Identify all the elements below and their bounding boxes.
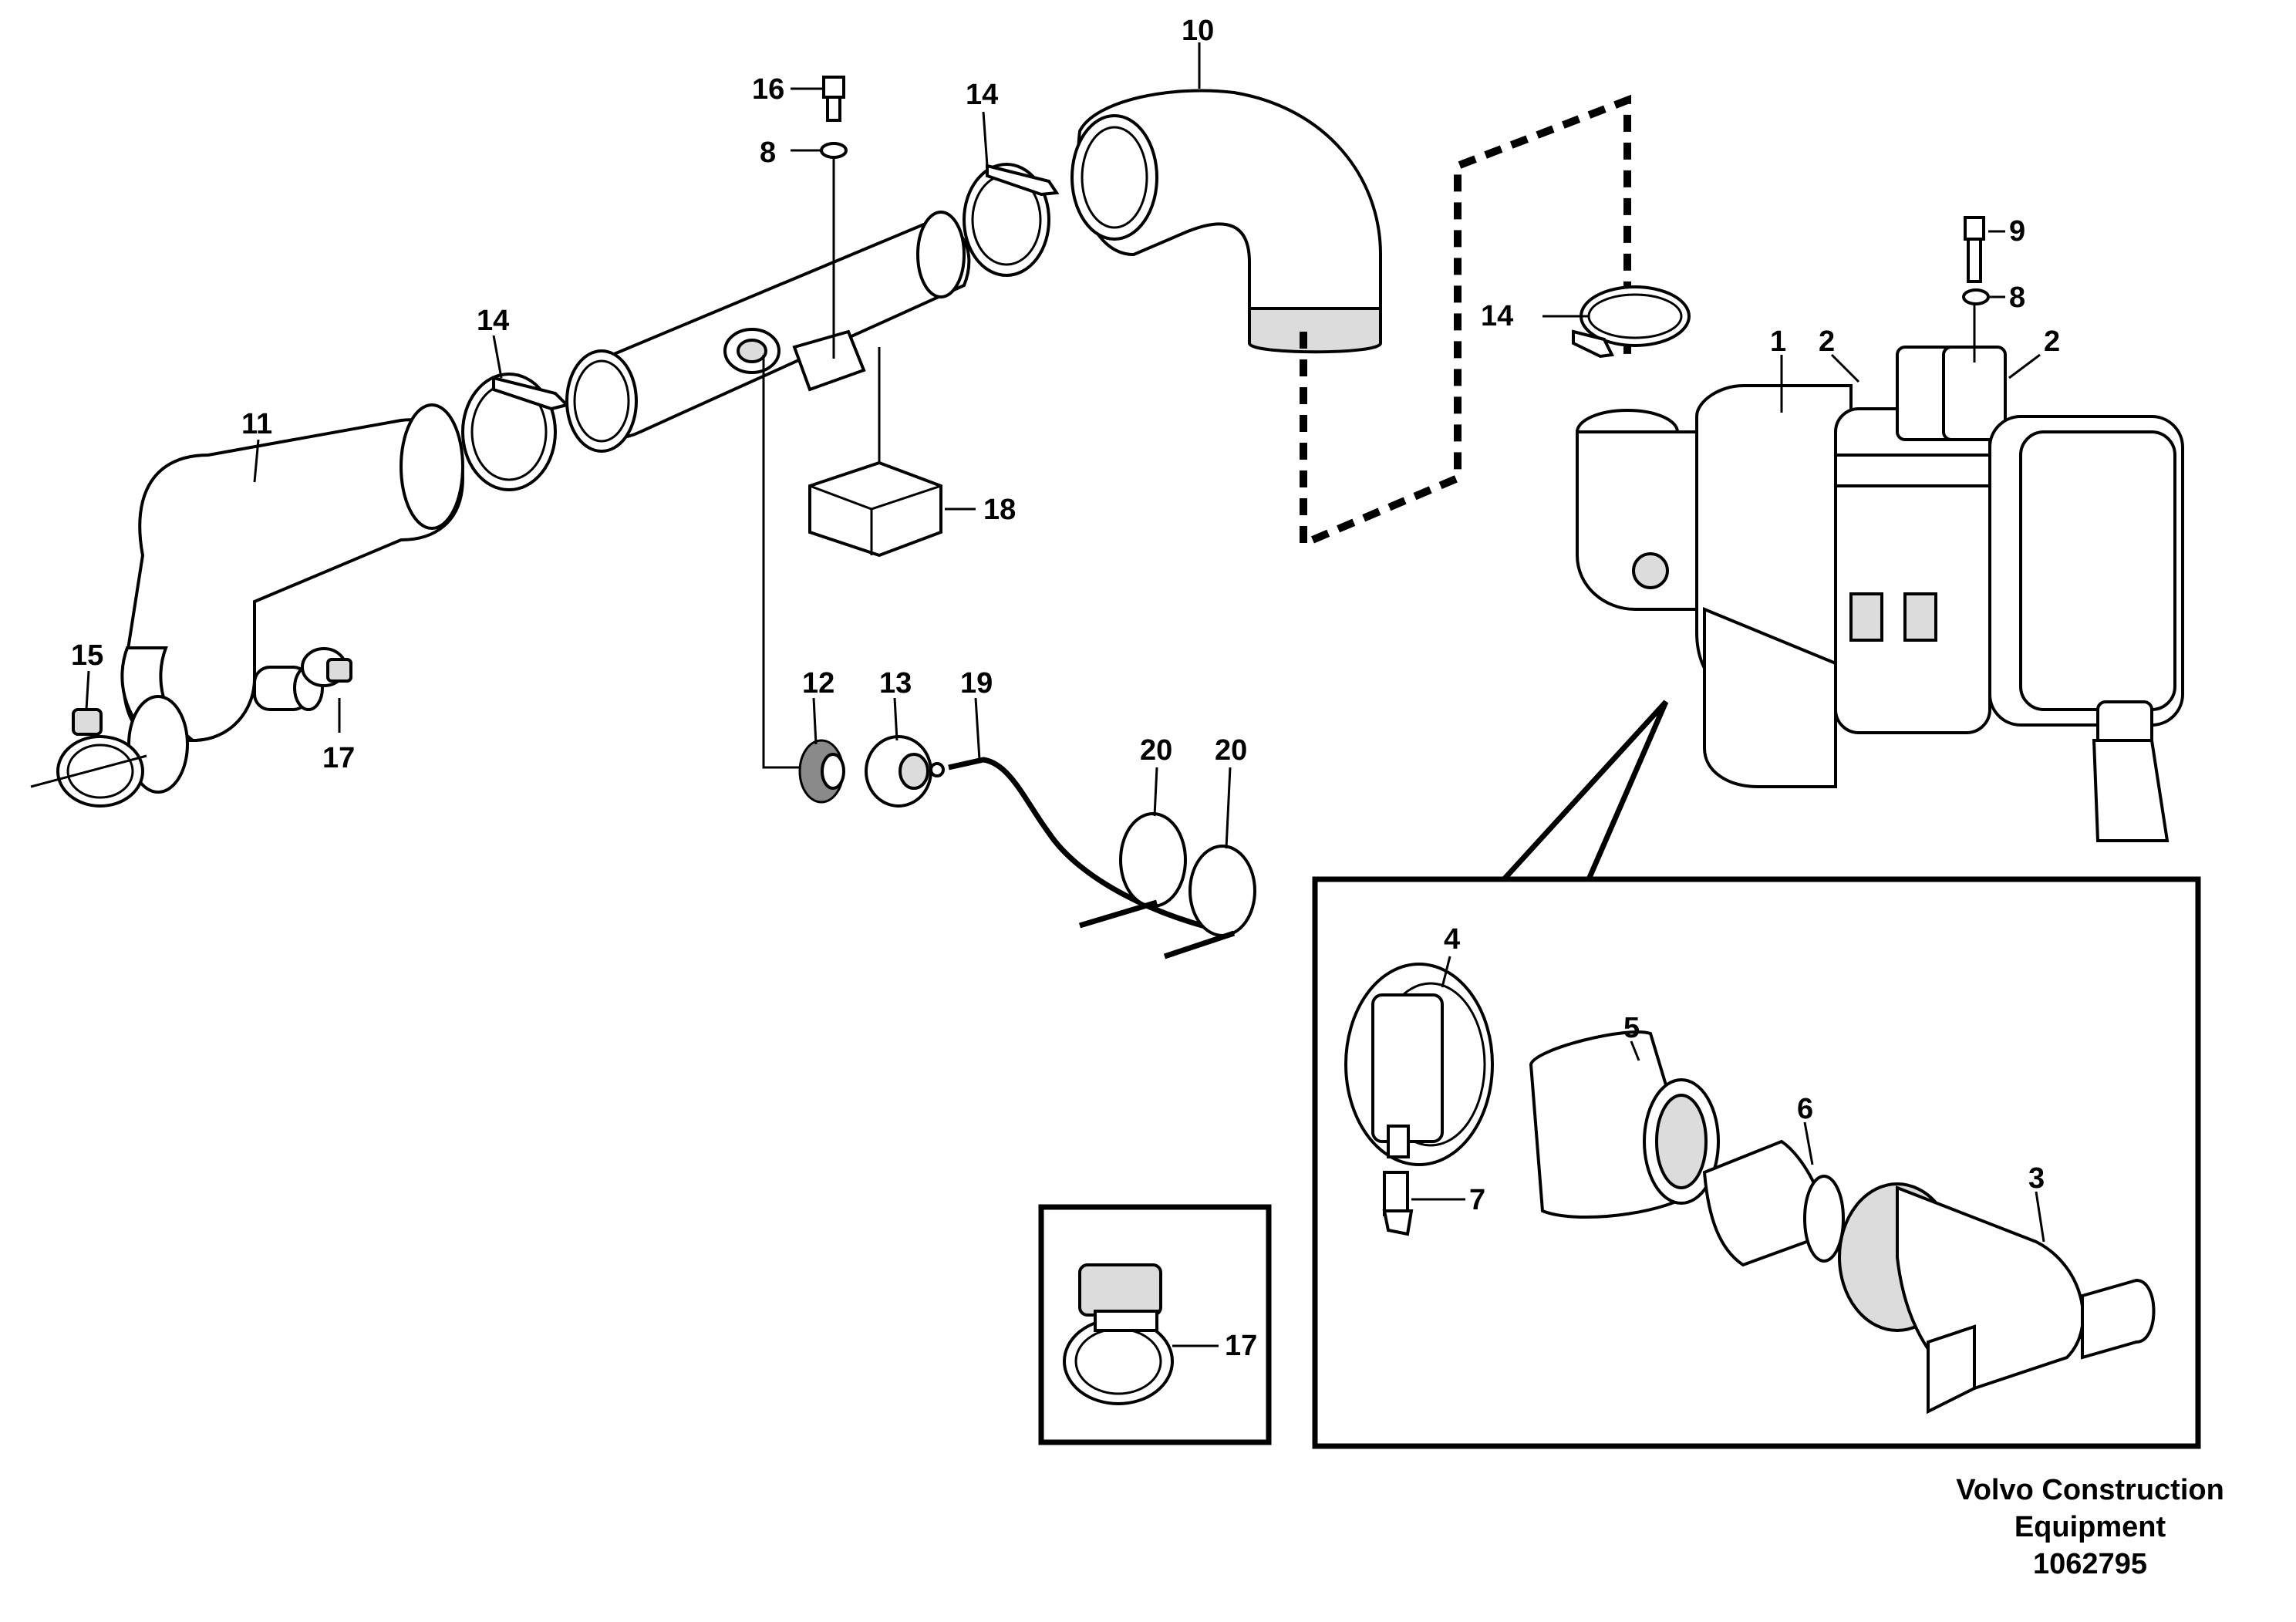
part-5-primary-filter [1529, 1030, 1720, 1219]
parts-16-8-bolt-washer-left [820, 76, 848, 359]
part-14-band-clamp-middle [963, 163, 1060, 277]
callout-3: 3 [2028, 1162, 2045, 1195]
part-4-housing-cover [1344, 963, 1494, 1166]
leader-tube-to-12 [762, 355, 802, 769]
callout-20: 20 [1215, 734, 1247, 767]
part-13-indicator [865, 735, 945, 808]
detail-box-air-cleaner [1312, 876, 2201, 1449]
callout-18: 18 [983, 494, 1016, 526]
callout-17: 17 [1225, 1330, 1257, 1362]
part-19-hose [948, 757, 1235, 936]
callout-2: 2 [1819, 325, 1835, 358]
caption-line-figure-number: 1062795 [2033, 1548, 2147, 1580]
callout-7: 7 [1469, 1184, 1485, 1216]
callout-1: 1 [1770, 325, 1786, 358]
callout-16: 16 [752, 73, 784, 106]
callout-17: 17 [322, 742, 355, 774]
callout-4: 4 [1444, 923, 1460, 956]
part-18-label-box [808, 347, 942, 558]
parts-8-9-bolt-washer-right [1962, 216, 1990, 363]
callout-14: 14 [1481, 300, 1513, 332]
callout-5: 5 [1623, 1012, 1640, 1044]
part-7-dust-valve [1382, 1171, 1414, 1236]
callout-14: 14 [477, 305, 509, 337]
part-14-band-clamp-right [1572, 285, 1691, 359]
callout-labels: 1 2 2 3 4 5 6 7 8 8 9 10 11 12 13 14 14 … [71, 15, 2060, 1362]
part-6-safety-filter [1702, 1139, 1845, 1267]
part-17-clamp-detail [1063, 1263, 1174, 1405]
callout-19: 19 [960, 667, 993, 700]
callout-15: 15 [71, 639, 103, 672]
part-3-outer-housing [1838, 1182, 2156, 1415]
detail-pointer [1502, 700, 1669, 882]
manufacturer-caption: Volvo Construction Equipment 1062795 [1928, 1472, 2252, 1583]
callout-9: 9 [2009, 215, 2025, 248]
detail-box-clamp [1038, 1204, 1272, 1445]
part-11-intake-pipe [120, 403, 465, 794]
callout-20: 20 [1140, 734, 1172, 767]
caption-line-brand-2: Equipment [2014, 1511, 2166, 1543]
part-20-cable-ties [1078, 812, 1256, 959]
callout-12: 12 [802, 667, 834, 700]
connection-dashed-line [1300, 94, 1631, 550]
callout-2: 2 [2044, 325, 2060, 358]
callout-8: 8 [2009, 282, 2025, 314]
callout-14: 14 [966, 79, 998, 111]
part-15-hose-clamp [30, 708, 147, 808]
part-12-fitting [798, 739, 845, 804]
part-14-band-clamp-left [461, 373, 570, 491]
tube-with-bracket [565, 211, 971, 453]
callout-8: 8 [760, 137, 776, 169]
callout-10: 10 [1182, 15, 1214, 47]
part-1-air-cleaner-assembly [1576, 346, 2184, 842]
callout-13: 13 [879, 667, 912, 700]
callout-6: 6 [1797, 1093, 1813, 1125]
leader-lines [85, 42, 2045, 1347]
part-17-clamp-small [301, 647, 352, 687]
caption-line-brand: Volvo Construction [1956, 1474, 2224, 1506]
callout-11: 11 [241, 408, 272, 440]
part-10-elbow-pipe [1070, 89, 1382, 354]
